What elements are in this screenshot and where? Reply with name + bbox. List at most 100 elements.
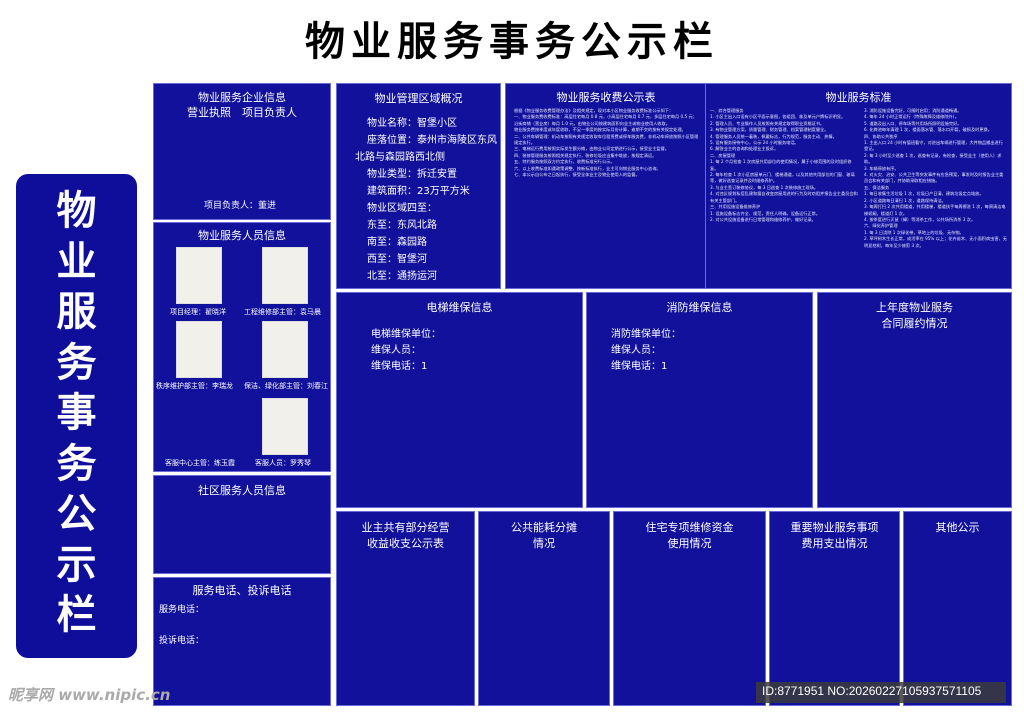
license-manager-label: 营业执照 项目负责人 [187,106,297,119]
area-overview-title: 物业管理区域概况 [374,92,463,105]
notice-paragraph: 四、装修管理服务按照相关规定执行，装修垃圾应当集中堆放，按规定清运。 [514,152,657,158]
bottom-panel-major-expenses: 重要物业服务事项 费用支出情况 [769,511,900,706]
community-staff-panel: 社区服务人员信息 [153,475,331,574]
fire-person: 维保人员： [611,345,661,356]
bottom-panel-maintenance-fund: 住宅专项维修资金 使用情况 [613,511,766,706]
bottom-panel-energy-sharing: 公共能耗分摊 情况 [478,511,610,706]
last-year-title-1: 上年度物业服务 [876,301,953,314]
side-banner-char: 务 [56,439,97,487]
page-title: 物业服务事务公示栏 [305,18,719,65]
service-phone: 服务电话： [159,605,205,615]
complaint-phone: 投诉电话： [159,636,205,646]
staff-caption: 项目经理：翟晓洋 [170,308,226,316]
notice-paragraph: 6. 解答业主的咨询和处理业主投诉。 [710,146,779,152]
fire-unit: 消防维保单位： [611,329,681,340]
notice-paragraph: 1. 小区主出入口设有小区平面示意图，各组团、栋及单元户牌标识明显。 [710,114,846,120]
side-banner-char: 事 [56,389,97,436]
fire-phone: 维保电话：1 [611,361,668,372]
fire-maintenance-panel: 消防维保信息 消防维保单位： 维保人员： 维保电话：1 [586,292,813,508]
elevator-unit: 电梯维保单位： [371,329,441,340]
notice-paragraph: 2. 草坪树木生长正常，成活率在 95% 以上；花卉苗木、无小面积病虫害，无明显… [864,236,1007,248]
elevator-phone: 维保电话：1 [371,361,428,372]
notice-paragraph: 五、保洁服务 [864,184,890,190]
bottom-title-1: 住宅专项维修资金 [645,521,734,534]
notice-paragraph: 二、房屋管理 [710,152,736,158]
community-staff-title: 社区服务人员信息 [198,484,286,497]
notice-paragraph: 1. 每 3 日浇除 1 次绿化带，草地上的垃圾、无杂物。 [864,229,964,235]
area-overview-line: 物业类型：拆迁安置 [367,169,457,180]
notice-paragraph: 二、公共车辆管理：机动车按照有关规定收取车位租赁费或停车服务费，非机动车停放按照… [514,133,699,146]
side-banner-char: 示 [56,540,97,588]
bottom-title-1: 其他公示 [935,521,980,534]
elevator-title: 电梯维保信息 [426,301,493,314]
bottom-title-1: 业主共有部分经营 [361,521,450,534]
enterprise-info-title: 物业服务企业信息 [198,91,286,104]
area-overview-line: 北至：通扬运河 [367,271,437,282]
notice-paragraph: 1. 主出入口 24 小时有值班看守，对进出车辆进行管理，大件物品搬出进行登记。 [864,140,1003,152]
staff-photo [262,398,308,455]
notice-paragraph: 五、特约服务按照双方约定执行，收费标准另行公示。 [514,159,615,165]
notice-paragraph: 4. 对火灾、治安、公共卫生等突发事件有应急预案，事发时及时报告业主委员会和有关… [864,172,1004,184]
staff-caption: 客服中心主管：练玉霞 [165,459,235,467]
notice-paragraph: 一、综合管理服务 [710,108,744,113]
notice-paragraph: 3. 有物业管理方案，质量管理、财务管理、档案管理制度健全。 [710,127,829,133]
area-overview-line: 东至：东风北路 [367,220,437,231]
notice-paragraph: 六、以上收费标准如遇政策调整，按新标准执行，业主可向物业服务中心咨询。 [514,165,661,171]
fire-title: 消防维保信息 [666,301,733,314]
notice-paragraph: 物业服务费按季度或年度收取，不足一季度的按实际月份计算，逾期不交的按有关规定处理… [514,127,686,133]
side-banner-char: 业 [56,237,97,285]
staff-photo [176,321,222,378]
elevator-person: 维保人员： [371,345,421,356]
staff-info-panel: 物业服务人员信息 项目经理：翟晓洋 工程维修部主管：袁马晨 秩序维护部主管：李瑞… [153,222,331,472]
notice-paragraph: 3. 车辆停放有序。 [864,165,899,171]
fee-notice-title: 物业服务收费公示表 [556,91,656,104]
notice-paragraph: 七、本公示自公布之日起执行，接受全体业主及物业使用人的监督。 [514,172,640,178]
enterprise-info-panel: 物业服务企业信息 营业执照 项目负责人 项目负责人：董进 [153,83,331,220]
fee-notice-panel: 物业服务收费公示表 根据《物业服务收费管理办法》及相关规定，现对本小区物业服务收… [505,83,707,289]
notice-paragraph: 1. 每日收集生活垃圾 1 次，垃圾日产日清，建筑垃圾定点堆放。 [864,191,984,197]
notice-paragraph: 5. 道路及出入口、停车场等共用场所照明设施完好。 [864,120,962,126]
notice-paragraph: 2. 每 3 小时至少巡查 1 次，巡查有记录，有检查，接受业主（使用人）求助。 [864,152,1002,165]
notice-paragraph: 2. 对公共设施设备进行日常管理和维修养护，做好记录。 [710,216,816,222]
notice-paragraph: 1. 设施设备标志齐全、规范，责任人明确，设备运行正常。 [710,210,821,216]
area-overview-line: 西至：智堡河 [367,254,427,265]
notice-paragraph: 一、物业服务费收费标准：高层住宅每月 0.8 元，小高层住宅每月 0.7 元，多… [514,114,697,126]
notice-paragraph: 3. 每周打扫 2 次共用楼道，共用楼梯，楼道扶手每周擦洗 1 次，每周清洁电梯… [864,204,1006,216]
notice-paragraph: 4. 每年 24 小时正常运行（特殊故障及维修除外）。 [864,114,959,120]
fee-notice-text: 根据《物业服务收费管理办法》及相关规定，现对本小区物业服务收费标准公示如下：一、… [514,108,700,284]
bottom-title-2: 使用情况 [667,537,712,550]
watermark-left: 昵享网 www.nipic.cn [8,686,171,704]
notice-paragraph: 三、共用设施设备维修养护 [710,204,761,210]
bottom-title-1: 公共能耗分摊 [511,521,577,534]
bottom-title-2: 收益收支公示表 [367,537,444,550]
area-overview-line: 物业名称：智堡小区 [367,118,457,129]
area-overview-line: 北路与森园路西北侧 [355,152,445,163]
staff-caption: 保洁、绿化部主管：刘春江 [244,382,328,390]
notice-paragraph: 4. 对违反规划私搭乱建和擅自改变房屋用途的行为及时劝阻并报告业主委员会和有关主… [710,191,858,203]
watermark-right-bg [756,682,1006,703]
area-overview-panel: 物业管理区域概况 物业名称：智堡小区座落位置：泰州市海陵区东风北路与森园路西北侧… [336,83,501,289]
notice-paragraph: 5. 设有服务接待中心，公示 24 小时服务电话。 [710,140,799,146]
side-banner-char: 物 [56,187,97,234]
side-banner-char: 栏 [56,591,97,638]
notice-paragraph: 6. 化粪池每年清理 1 次，楼面落水管、落水口开裂，破损及时更换。 [864,127,992,133]
notice-paragraph: 2. 管理人员、专业操作人员按照有关规定取得职业资格证书。 [710,120,825,126]
project-manager: 项目负责人：董进 [204,201,277,211]
notice-paragraph: 4. 按季度进行灭鼠（蟑）等消杀工作，公共场所消杀 3 次。 [864,216,976,222]
side-banner: 物业服务事务公示栏 [16,174,137,658]
service-standards-title: 物业服务标准 [825,91,892,104]
notice-paragraph: 六、绿化养护管理 [864,223,898,229]
area-overview-line: 座落位置：泰州市海陵区东风 [367,135,497,146]
last-year-title-2: 合同履约情况 [881,317,948,330]
phone-title: 服务电话、投诉电话 [192,584,292,597]
elevator-maintenance-panel: 电梯维保信息 电梯维保单位： 维保人员： 维保电话：1 [336,292,583,508]
side-banner-char: 服 [56,288,97,335]
area-overview-line: 物业区域四至： [367,203,437,214]
area-overview-line: 建筑面积：23万平方米 [367,186,470,197]
notice-paragraph: 2. 每年检查 1 次小区房屋单元门、楼梯通道，以及其他共用部位的门窗、玻璃等，… [710,172,855,184]
bottom-panel-other: 其他公示 [903,511,1012,706]
notice-paragraph: 1. 每 2 个月检查 1 次房屋共用部位的使用情况，属于小修范围的及时组织修复… [710,159,852,171]
staff-photo [176,247,222,304]
